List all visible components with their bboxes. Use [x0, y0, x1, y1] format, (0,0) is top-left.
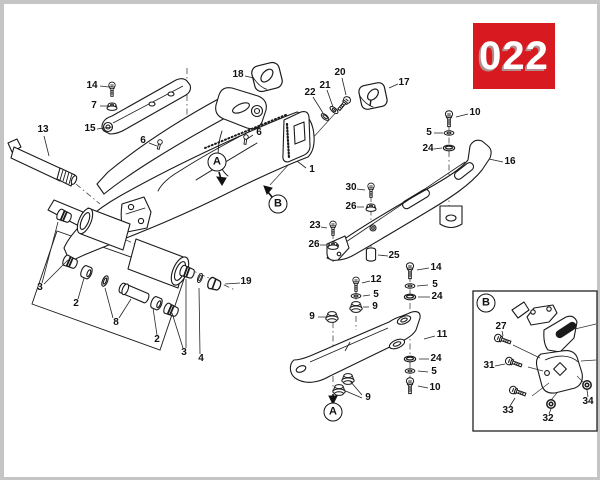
part-callout-9: 9	[365, 392, 371, 403]
part-callout-24: 24	[430, 353, 442, 364]
part-callout-27: 27	[495, 321, 507, 332]
leader-lines	[41, 75, 589, 415]
part-callout-13: 13	[37, 124, 49, 135]
part-callout-16: 16	[504, 156, 516, 167]
part-callout-21: 21	[319, 80, 331, 91]
part-callout-19: 19	[240, 276, 252, 287]
part-callout-2: 2	[154, 334, 160, 345]
part-callout-12: 12	[370, 274, 382, 285]
part-callout-22: 22	[304, 87, 316, 98]
view-marker-B: B	[268, 194, 288, 214]
part-callout-31: 31	[483, 360, 495, 371]
part-callout-34: 34	[582, 396, 594, 407]
view-marker-A: A	[323, 402, 343, 422]
part-callout-11: 11	[436, 329, 448, 340]
pivot-axle-part-13	[7, 138, 78, 187]
part-callout-17: 17	[398, 77, 410, 88]
part-callout-4: 4	[198, 353, 204, 364]
view-marker-arrows	[216, 171, 338, 406]
part-callout-14: 14	[86, 80, 98, 91]
part-callout-6: 6	[256, 127, 262, 138]
part-callout-20: 20	[334, 67, 346, 78]
part-callout-2: 2	[73, 298, 79, 309]
bushing-set	[54, 207, 222, 319]
part-callout-6: 6	[140, 135, 146, 146]
part-callout-14: 14	[430, 262, 442, 273]
part-callout-30: 30	[345, 182, 357, 193]
plate-number-badge: 022	[473, 23, 555, 89]
part-callout-24: 24	[431, 291, 443, 302]
chain-block-part-17	[358, 82, 388, 110]
part-callout-1: 1	[309, 164, 315, 175]
part-callout-26: 26	[345, 201, 357, 212]
part-callout-5: 5	[431, 366, 437, 377]
part-callout-3: 3	[37, 282, 43, 293]
part-callout-7: 7	[91, 100, 97, 111]
part-callout-25: 25	[388, 250, 400, 261]
chain-buffer-part-11	[289, 311, 421, 383]
part-callout-10: 10	[469, 107, 481, 118]
part-callout-32: 32	[542, 413, 554, 424]
part-callout-18: 18	[232, 69, 244, 80]
part-callout-8: 8	[113, 317, 119, 328]
part-callout-15: 15	[84, 123, 96, 134]
part-callout-5: 5	[432, 279, 438, 290]
part-callout-3: 3	[181, 347, 187, 358]
part-callout-9: 9	[372, 301, 378, 312]
view-marker-B: B	[476, 293, 496, 313]
part-callout-26: 26	[308, 239, 320, 250]
part-callout-9: 9	[309, 311, 315, 322]
part-callout-24: 24	[422, 143, 434, 154]
detail-box-b	[472, 290, 598, 432]
part-callout-10: 10	[429, 382, 441, 393]
part-callout-33: 33	[502, 405, 514, 416]
part-callout-5: 5	[426, 127, 432, 138]
view-marker-A: A	[207, 152, 227, 172]
part-callout-23: 23	[309, 220, 321, 231]
chain-block-part-18	[251, 61, 283, 93]
part-callout-5: 5	[373, 289, 379, 300]
